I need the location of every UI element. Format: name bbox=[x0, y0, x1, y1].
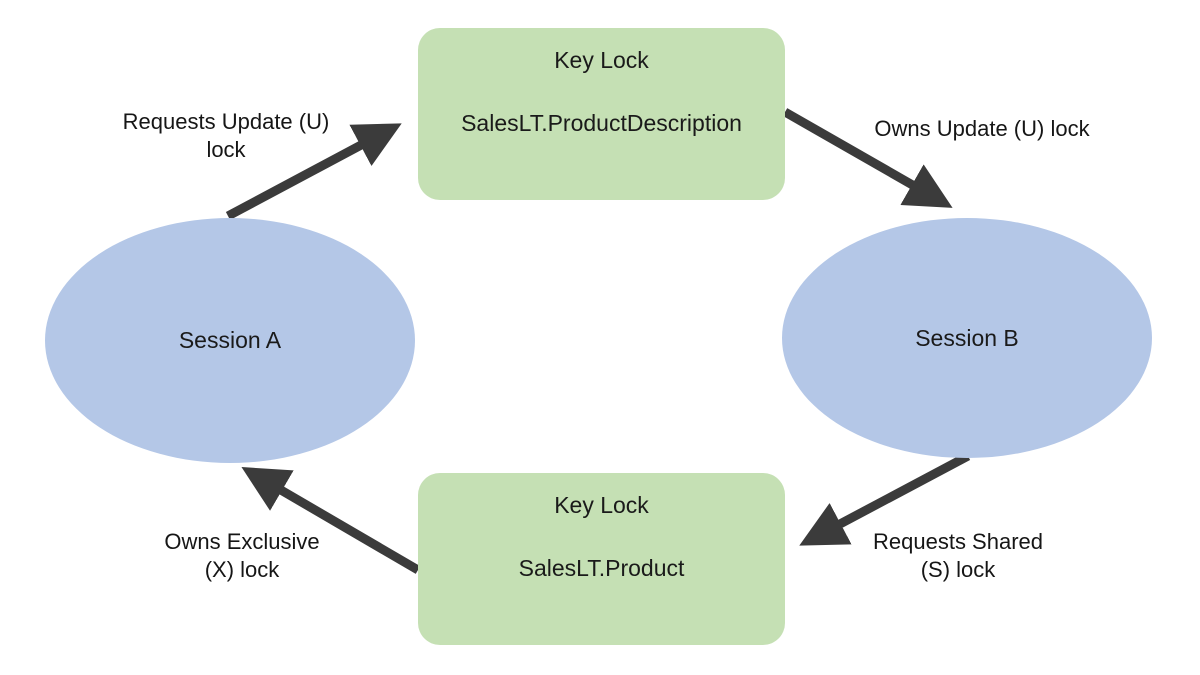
resource-object-label: SalesLT.ProductDescription bbox=[461, 110, 742, 137]
edge-label-session-b-requests-shared: Requests Shared (S) lock bbox=[873, 529, 1043, 582]
session-b-label: Session B bbox=[915, 324, 1019, 351]
edge-label-session-a-owns-exclusive: Owns Exclusive (X) lock bbox=[164, 529, 320, 582]
resource-kind-label: Key Lock bbox=[554, 47, 649, 73]
resource-kind-label: Key Lock bbox=[554, 492, 649, 518]
session-node-a[interactable]: Session A bbox=[45, 218, 415, 463]
session-node-b[interactable]: Session B bbox=[782, 218, 1152, 458]
resource-node-keylock-productdescription[interactable]: Key Lock SalesLT.ProductDescription bbox=[418, 28, 785, 200]
edge-label-session-a-requests-update: Requests Update (U) lock bbox=[122, 109, 330, 162]
session-a-label: Session A bbox=[178, 327, 282, 353]
resource-object-label: SalesLT.Product bbox=[518, 555, 685, 582]
edge-label-session-b-owns-update: Owns Update (U) lock bbox=[874, 116, 1090, 141]
resource-node-keylock-product[interactable]: Key Lock SalesLT.Product bbox=[418, 473, 785, 645]
